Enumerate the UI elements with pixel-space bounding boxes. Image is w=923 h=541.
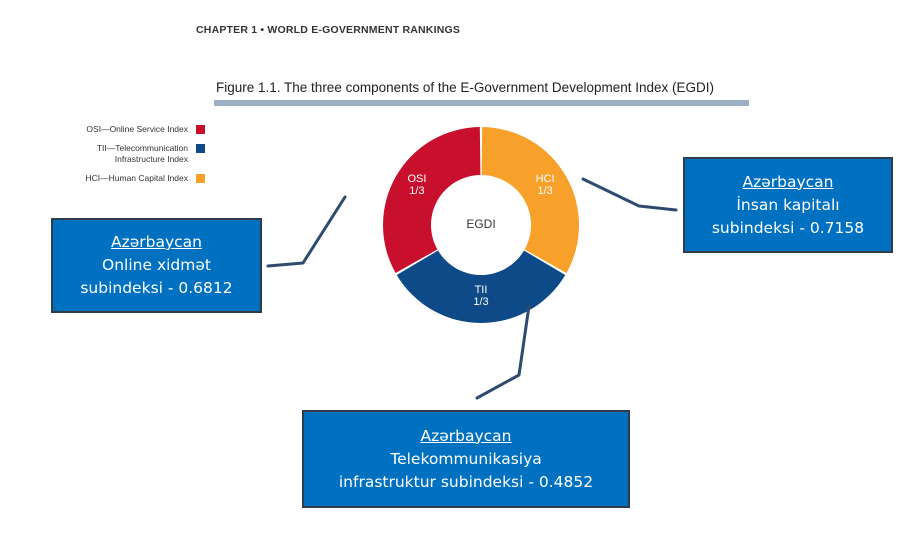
donut-center-label: EGDI xyxy=(466,217,495,231)
connector-line-tii xyxy=(475,304,531,400)
slice-name: OSI xyxy=(407,173,426,185)
figure-title-underline xyxy=(214,100,749,106)
slice-value: 1/3 xyxy=(409,185,424,197)
legend-item-hci: HCI—Human Capital Index xyxy=(40,173,205,184)
callout-country: Azərbaycan xyxy=(742,172,834,191)
figure-title: Figure 1.1. The three components of the … xyxy=(216,80,714,95)
slice-name: TII xyxy=(475,284,488,296)
legend-label: OSI—Online Service Index xyxy=(86,124,188,134)
donut-slice-hci xyxy=(481,127,580,273)
callout-country: Azərbaycan xyxy=(420,426,512,445)
legend: OSI—Online Service Index TII—Telecommuni… xyxy=(40,124,205,192)
legend-swatch xyxy=(196,125,205,134)
legend-label: HCI—Human Capital Index xyxy=(85,173,188,183)
legend-swatch xyxy=(196,174,205,183)
connector-lines xyxy=(266,177,678,400)
callout-country: Azərbaycan xyxy=(110,233,202,251)
donut-slice-osi xyxy=(382,127,481,273)
connector-line-hci xyxy=(581,177,678,212)
callout-value: infrastruktur subindeksi - 0.4852 xyxy=(338,472,594,491)
legend-swatch xyxy=(196,144,205,153)
callout-line: İnsan kapitalı xyxy=(736,195,840,214)
donut-slice-tii xyxy=(396,250,566,323)
callout-tii: Azərbaycan Telekommunikasiya infrastrukt… xyxy=(302,410,630,508)
callout-hci: Azərbaycan İnsan kapitalı subindeksi - 0… xyxy=(683,157,893,253)
callout-value: subindeksi - 0.6812 xyxy=(80,279,233,297)
connector-line-osi xyxy=(266,195,347,268)
legend-label: TII—Telecommunication Infrastructure Ind… xyxy=(96,143,188,164)
legend-item-tii: TII—Telecommunication Infrastructure Ind… xyxy=(40,143,205,165)
donut-slices xyxy=(382,127,580,323)
slice-value: 1/3 xyxy=(537,185,552,197)
slice-value: 1/3 xyxy=(473,296,488,308)
callout-line: Online xidmət xyxy=(102,256,211,274)
callout-line: Telekommunikasiya xyxy=(390,449,542,468)
callout-osi: Azərbaycan Online xidmət subindeksi - 0.… xyxy=(51,218,262,313)
slice-name: HCI xyxy=(536,173,555,185)
legend-item-osi: OSI—Online Service Index xyxy=(40,124,205,135)
callout-value: subindeksi - 0.7158 xyxy=(711,218,865,237)
chapter-header: CHAPTER 1 • WORLD E-GOVERNMENT RANKINGS xyxy=(196,24,461,36)
